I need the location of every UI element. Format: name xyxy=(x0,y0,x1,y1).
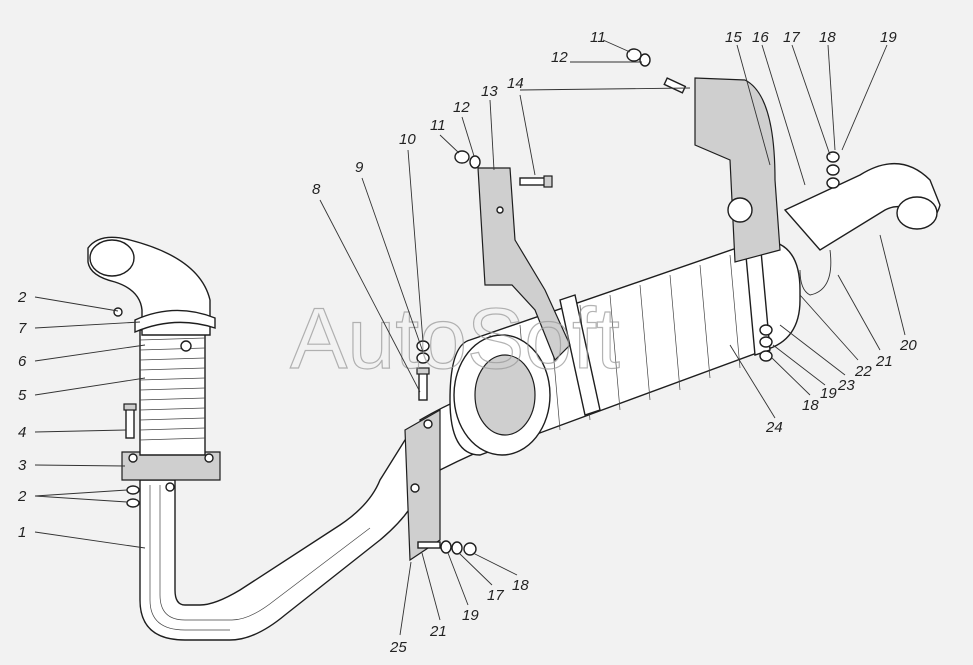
callout-10: 10 xyxy=(399,131,416,148)
callout-8: 8 xyxy=(312,181,321,198)
callout-19-top: 19 xyxy=(880,29,897,46)
callout-18-top: 18 xyxy=(819,29,836,46)
callout-14: 14 xyxy=(507,75,524,92)
callout-17-bottom: 17 xyxy=(487,587,504,604)
flexible-pipe xyxy=(139,329,206,456)
callout-15: 15 xyxy=(725,29,742,46)
callout-16: 16 xyxy=(752,29,769,46)
bracket-15 xyxy=(694,77,781,263)
callout-24: 24 xyxy=(765,419,783,436)
callout-21-right: 21 xyxy=(875,353,893,370)
callout-18-bottom: 18 xyxy=(512,577,529,594)
nut-washer-2 xyxy=(126,485,140,508)
callout-2-bottom: 2 xyxy=(17,488,27,505)
callout-4: 4 xyxy=(18,424,26,441)
callout-17-top: 17 xyxy=(783,29,800,46)
callout-13: 13 xyxy=(481,83,498,100)
callout-18-right: 18 xyxy=(802,397,819,414)
callout-12-left: 12 xyxy=(453,99,470,116)
callout-19-right: 19 xyxy=(820,385,837,402)
callout-19-bottom: 19 xyxy=(462,607,479,624)
callout-9: 9 xyxy=(355,159,364,176)
callout-2-top: 2 xyxy=(17,289,27,306)
callout-22: 22 xyxy=(854,363,872,380)
nut-washer-18-19-right xyxy=(759,324,773,362)
callout-21-bottom: 21 xyxy=(429,623,447,640)
leader-lines xyxy=(34,39,906,636)
pipe-clamp xyxy=(113,307,216,352)
bolt-14 xyxy=(519,77,687,188)
bolt-4 xyxy=(123,403,137,439)
bracket-13 xyxy=(477,167,571,362)
callout-11-left: 11 xyxy=(430,117,446,134)
callout-20: 20 xyxy=(899,337,917,354)
callout-7: 7 xyxy=(18,320,27,337)
tailpipe xyxy=(783,163,941,251)
callout-6: 6 xyxy=(18,353,27,370)
nut-washer-17-18-19-lower xyxy=(440,540,477,556)
nut-washer-11-12 xyxy=(454,48,651,169)
callout-12-right: 12 xyxy=(551,49,568,66)
callout-25: 25 xyxy=(389,639,407,656)
nut-washer-16-17-18-19-top xyxy=(826,151,840,189)
callout-23: 23 xyxy=(837,377,855,394)
callout-labels: 2 7 6 5 4 3 2 1 8 9 10 11 12 13 14 11 12… xyxy=(17,29,917,656)
flange-plate xyxy=(121,451,221,492)
bolt-8 xyxy=(416,367,430,401)
callout-1: 1 xyxy=(18,524,26,541)
support-bracket-25 xyxy=(404,408,441,562)
watermark: AutoSoft xyxy=(290,291,620,387)
bolt-21 xyxy=(799,249,832,296)
callout-5: 5 xyxy=(18,387,27,404)
callout-11-right: 11 xyxy=(590,29,606,46)
callout-3: 3 xyxy=(18,457,27,474)
